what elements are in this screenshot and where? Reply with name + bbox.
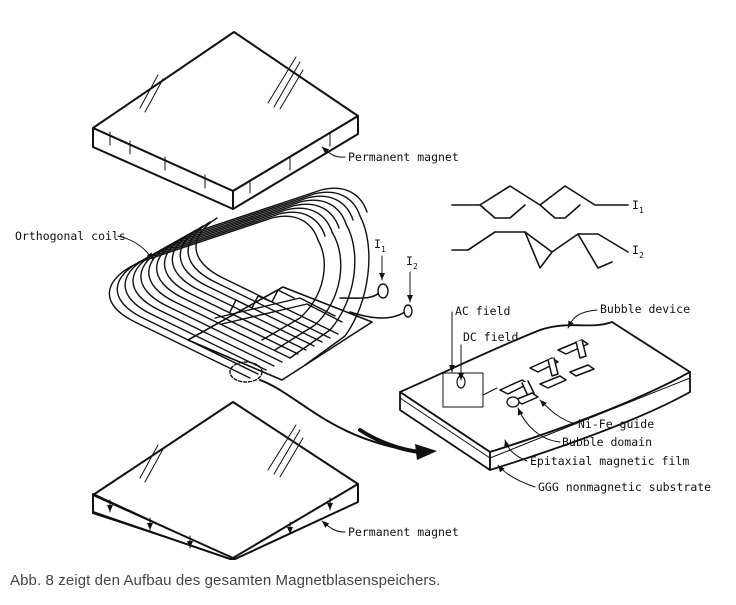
orthogonal-coils-label: Orthogonal coils [15, 229, 126, 243]
ac-field-label: AC field [455, 304, 510, 318]
figure-caption: Abb. 8 zeigt den Aufbau des gesamten Mag… [10, 572, 441, 589]
ni-fe-guide-label: Ni-Fe guide [578, 417, 654, 431]
permanent-magnet-top-label: Permanent magnet [348, 150, 459, 164]
bubble-domain-label: Bubble domain [562, 435, 652, 449]
permanent-magnet-bottom-label: Permanent magnet [348, 525, 459, 539]
waveform-i2 [451, 231, 629, 269]
current-i2-label: I2 [406, 254, 418, 271]
bottom-permanent-magnet [92, 401, 359, 560]
ggg-substrate-label: GGG nonmagnetic substrate [538, 480, 711, 494]
orthogonal-coils [108, 187, 413, 383]
waveform-i1 [451, 185, 629, 219]
bubble-device-label: Bubble device [600, 302, 690, 316]
bubble-device [399, 321, 691, 471]
waveform-i1-label: I1 [632, 198, 644, 215]
waveform-i2-label: I2 [632, 243, 644, 260]
epitaxial-film-label: Epitaxial magnetic film [530, 454, 689, 468]
magnetic-bubble-memory-diagram: Permanent magnet I1 I2 Orthogonal coils [15, 31, 711, 560]
bottom-magnet-sides [92, 483, 359, 560]
current-i1-label: I1 [374, 237, 386, 254]
dc-field-label: DC field [463, 330, 518, 344]
bottom-magnet-field-arrows [107, 497, 333, 549]
top-permanent-magnet [92, 31, 359, 210]
